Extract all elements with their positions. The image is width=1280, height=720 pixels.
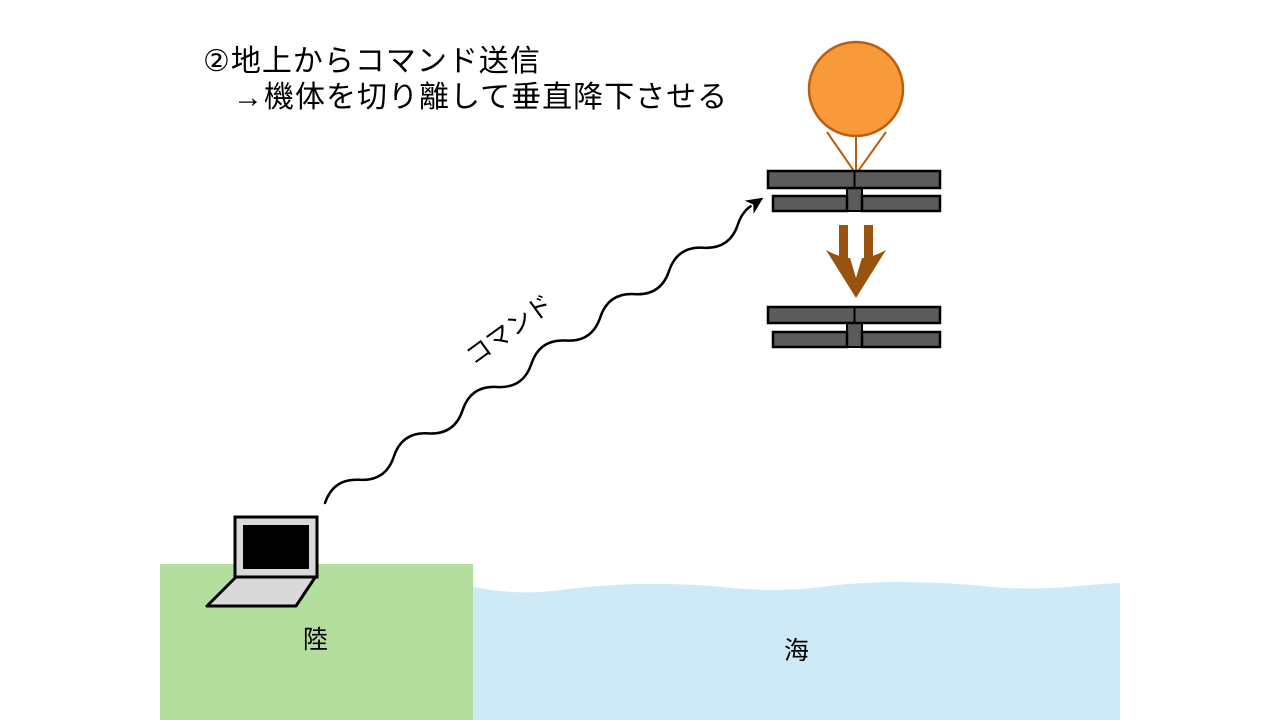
title-line-2: →機体を切り離して垂直降下させる (233, 81, 729, 114)
land-area (160, 564, 473, 720)
descent-arrow-icon (826, 225, 886, 298)
descent-arrow-notch (848, 251, 864, 278)
aircraft-bottom-wing-left (771, 194, 849, 213)
sea-area (473, 582, 1120, 720)
diagram-title: ②地上からコマンド送信 →機体を切り離して垂直降下させる (203, 44, 728, 116)
laptop-icon (205, 515, 319, 608)
aircraft-upper-icon (766, 169, 942, 213)
command-wave-arrow-icon (323, 197, 764, 505)
aircraft-bottom-wing-right (860, 330, 942, 349)
title-line-1: ②地上からコマンド送信 (203, 45, 541, 78)
laptop-screen (243, 525, 309, 569)
aircraft-lower-icon (766, 305, 942, 349)
sea-label: 海 (784, 637, 810, 665)
aircraft-connector (846, 320, 863, 348)
arrowhead-icon (744, 197, 764, 214)
balloon-envelope (807, 40, 905, 138)
land-label: 陸 (303, 626, 329, 654)
wave-line (323, 205, 752, 505)
aircraft-bottom-wing-left (771, 330, 849, 349)
descent-arrow-shaft-right (864, 225, 873, 262)
descent-arrow-shaft-left (839, 225, 848, 262)
balloon-icon (807, 40, 905, 176)
aircraft-bottom-wing-right (860, 194, 942, 213)
